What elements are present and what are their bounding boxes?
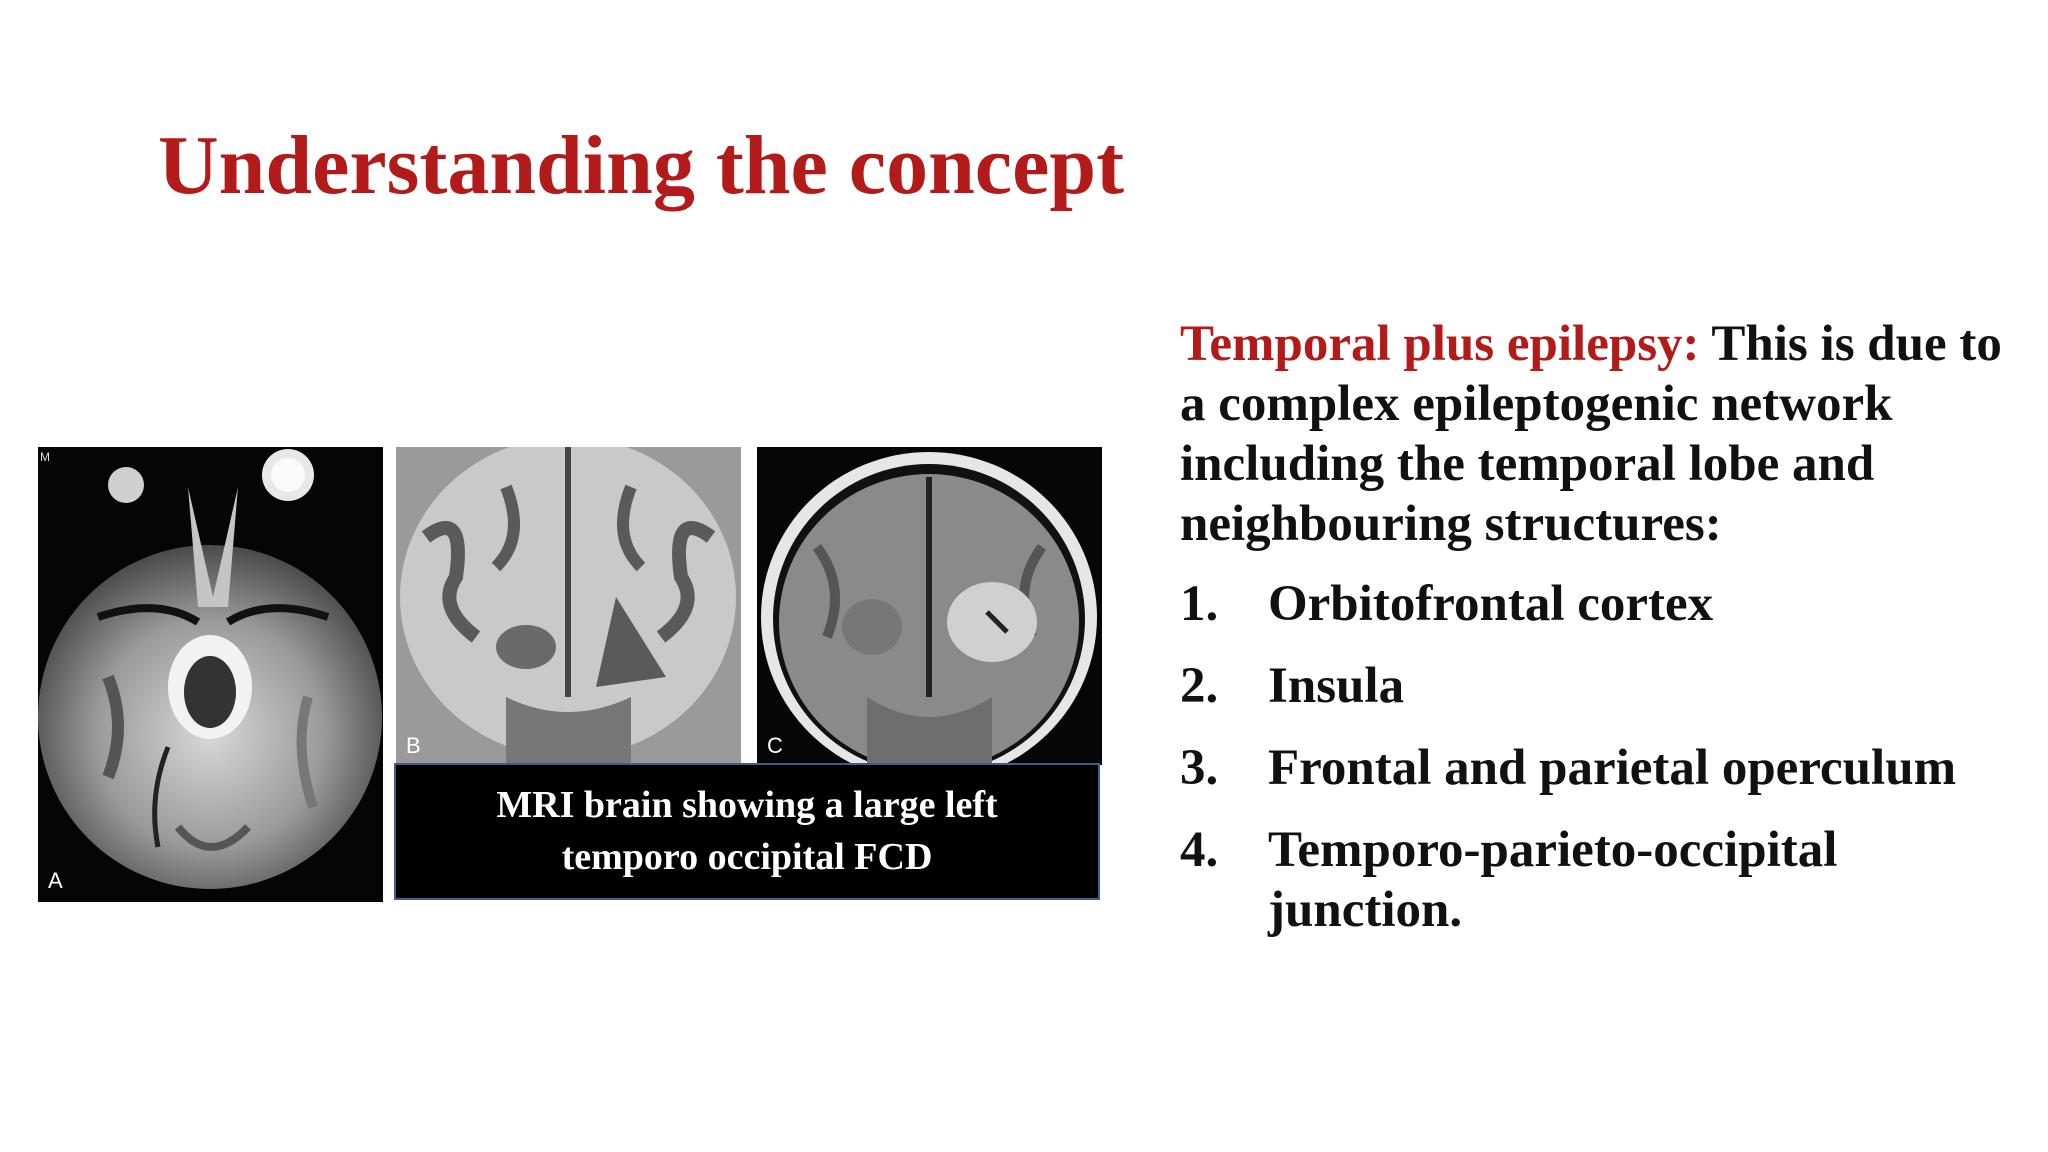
list-text: Insula <box>1268 658 1405 714</box>
main-text: Temporal plus epilepsy: This is due to a… <box>1180 314 2010 962</box>
list-item: 3. Frontal and parietal operculum <box>1180 738 2010 798</box>
list-item: 1. Orbitofrontal cortex <box>1180 574 2010 634</box>
panel-label-c: C <box>767 733 783 758</box>
highlight-term: Temporal plus epilepsy: <box>1180 316 1700 372</box>
figure-caption-box: MRI brain showing a large left temporo o… <box>394 763 1100 900</box>
figure-caption: MRI brain showing a large left temporo o… <box>496 784 998 878</box>
mri-image-coronal: B <box>396 447 741 765</box>
list-text: Temporo-parieto-occipital junction. <box>1268 822 1838 938</box>
mri-image-axial: M A <box>38 447 383 902</box>
list-number: 2. <box>1180 658 1219 714</box>
list-item: 2. Insula <box>1180 656 2010 716</box>
mri-flair-graphic <box>757 447 1102 765</box>
mri-axial-graphic <box>38 447 383 902</box>
list-number: 4. <box>1180 822 1219 878</box>
list-number: 3. <box>1180 740 1219 796</box>
list-item: 4. Temporo-parieto-occipital junction. <box>1180 820 2010 940</box>
panel-label-b: B <box>406 733 421 758</box>
intro-paragraph: Temporal plus epilepsy: This is due to a… <box>1180 314 2010 554</box>
intro-text: This is due to a complex epileptogenic n… <box>1180 316 2002 552</box>
mri-image-flair: C <box>757 447 1102 765</box>
mri-coronal-graphic <box>396 447 741 765</box>
slide-title: Understanding the concept <box>158 119 1125 212</box>
list-text: Orbitofrontal cortex <box>1268 576 1714 632</box>
panel-tick-label: M <box>40 450 50 464</box>
structure-list: 1. Orbitofrontal cortex 2. Insula 3. Fro… <box>1180 574 2010 940</box>
panel-label-a: A <box>48 868 63 893</box>
list-text: Frontal and parietal operculum <box>1268 740 1957 796</box>
list-number: 1. <box>1180 576 1219 632</box>
